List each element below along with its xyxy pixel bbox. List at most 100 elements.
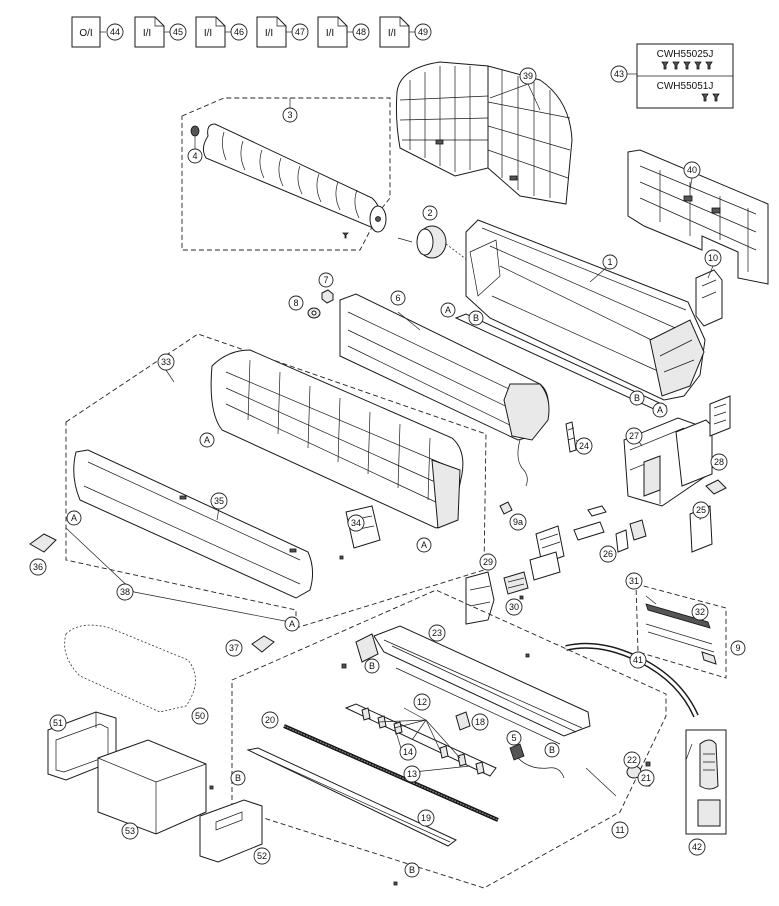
pcb-area: [499, 501, 605, 581]
part-number-label: 13: [407, 769, 417, 779]
manual-box-46-code: I/I: [204, 28, 212, 39]
cross-flow-fan-3: [181, 97, 391, 251]
manual-box-48-number: 48: [356, 27, 366, 37]
part-number-label: 25: [696, 505, 706, 515]
part-number-bubble-25: 25: [692, 501, 710, 519]
part-number-label: 7: [323, 275, 328, 285]
part-number-bubble-31: 31: [625, 572, 643, 590]
part-number-label: 39: [523, 71, 533, 81]
part-number-label: 33: [161, 357, 171, 367]
part-18: [455, 711, 471, 731]
hinge-36: [29, 533, 57, 553]
part-number-bubble-35: 35: [210, 492, 228, 510]
part-number-label: 36: [33, 562, 43, 572]
screw-kit-number: 43: [614, 69, 624, 79]
part-number-label: 9a: [513, 517, 523, 527]
part-number-bubble-24: 24: [575, 437, 593, 455]
manual-box-49: I/I 49: [379, 16, 432, 48]
part-number-label: 9: [735, 643, 740, 653]
remote-control-41: [685, 729, 727, 835]
horizontal-louver-19: [246, 747, 457, 847]
reference-letter-label: A: [204, 435, 210, 445]
part-number-bubble-41: 41: [629, 651, 647, 669]
part-number-bubble-18: 18: [471, 713, 489, 731]
part-number-label: 1: [607, 257, 612, 267]
part-number-label: 29: [483, 557, 493, 567]
reference-letter-label: A: [289, 619, 295, 629]
reference-letter-label: B: [409, 865, 415, 875]
louver-shaft-20: [283, 724, 499, 822]
part-number-bubble-33: 33: [157, 353, 175, 371]
part-number-bubble-10: 10: [704, 249, 722, 267]
part-number-bubble-39: 39: [519, 67, 537, 85]
part-number-label: 24: [579, 441, 589, 451]
part-24: [565, 421, 577, 453]
part-number-bubble-19: 19: [417, 809, 435, 827]
part-number-label: 26: [603, 549, 613, 559]
part-number-bubble-29: 29: [479, 553, 497, 571]
part-number-bubble-11: 11: [611, 821, 629, 839]
part-number-bubble-3: 3: [282, 107, 298, 123]
part-number-label: 28: [714, 457, 724, 467]
manual-box-47: I/I 47: [256, 16, 309, 48]
part-number-label: 21: [641, 773, 651, 783]
packaging-52: [199, 799, 263, 863]
fan-motor-2: [397, 225, 471, 263]
reference-letter-A: A: [440, 302, 456, 318]
screw-kit-code-top: CWH55025J: [657, 49, 714, 60]
part-number-label: 35: [214, 496, 224, 506]
front-panel-assembly-33: [65, 333, 487, 629]
part-number-label: 40: [687, 165, 697, 175]
reference-letter-label: A: [445, 305, 451, 315]
reference-letter-label: B: [634, 393, 640, 403]
part-number-bubble-6: 6: [390, 290, 406, 306]
part-number-bubble-14: 14: [399, 743, 417, 761]
reference-letter-B: B: [230, 770, 246, 786]
part-number-bubble-52: 52: [253, 847, 271, 865]
reference-letter-label: B: [235, 773, 241, 783]
part-number-label: 4: [192, 151, 197, 161]
reference-letter-label: B: [549, 745, 555, 755]
evaporator-6: [339, 293, 550, 487]
manual-box-45-number: 45: [173, 27, 183, 37]
part-number-bubble-51: 51: [49, 714, 67, 732]
part-number-label: 11: [615, 825, 624, 835]
reference-letter-B: B: [404, 862, 420, 878]
part-number-bubble-21: 21: [637, 769, 655, 787]
part-number-label: 41: [633, 655, 643, 665]
packaging-53: [97, 739, 207, 835]
part-number-label: 6: [395, 293, 400, 303]
manual-box-46: I/I 46: [195, 16, 248, 48]
part-number-label: 18: [475, 717, 485, 727]
terminal-30: [503, 571, 529, 595]
manual-box-45-code: I/I: [143, 28, 151, 39]
reference-letter-label: A: [421, 540, 427, 550]
reference-letter-B: B: [364, 658, 380, 674]
screw-kit-code-bottom: CWH55051J: [657, 81, 714, 92]
part-number-label: 10: [708, 253, 718, 263]
reference-letter-label: A: [71, 513, 77, 523]
screw-kit-43: CWH55025J CWH55051J 43: [610, 43, 734, 109]
back-plate-42: [627, 149, 769, 285]
part-number-bubbles: 1234567899a10111213141819202122232425262…: [29, 67, 746, 865]
manual-box-44: O/I 44: [71, 16, 124, 48]
part-number-bubble-53: 53: [121, 822, 139, 840]
reference-letter-A: A: [66, 510, 82, 526]
part-number-label: 14: [403, 747, 413, 757]
manual-box-49-code: I/I: [388, 28, 396, 39]
part-number-label: 19: [421, 813, 431, 823]
part-number-bubble-36: 36: [29, 558, 47, 576]
part-number-bubble-1: 1: [602, 254, 618, 270]
manual-box-48: I/I 48: [317, 16, 370, 48]
manual-box-49-number: 49: [418, 27, 428, 37]
part-number-bubble-9a: 9a: [509, 513, 527, 531]
reference-letter-A: A: [199, 432, 215, 448]
base-assembly-11: [231, 589, 667, 889]
part-number-label: 52: [257, 851, 267, 861]
reference-letter-B: B: [544, 742, 560, 758]
assembly-31: [635, 583, 727, 679]
part-number-label: 22: [627, 755, 637, 765]
part-number-label: 32: [695, 607, 705, 617]
part-number-bubble-26: 26: [599, 545, 617, 563]
part-number-bubble-2: 2: [422, 205, 438, 221]
